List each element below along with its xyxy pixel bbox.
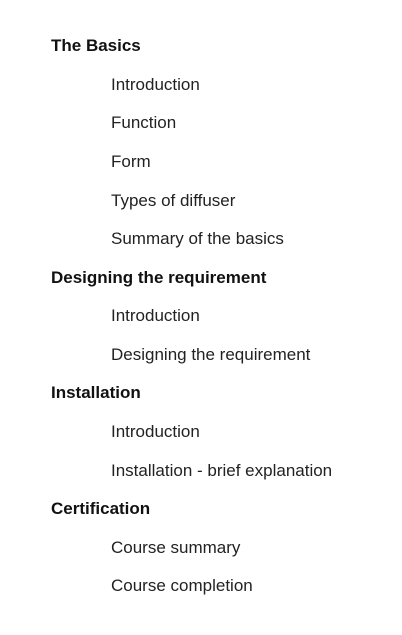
lesson-types-of-diffuser[interactable]: Types of diffuser [111,191,236,210]
lesson-designing-the-requirement[interactable]: Designing the requirement [111,345,311,364]
lesson-introduction[interactable]: Introduction [111,306,200,325]
section-title-the-basics[interactable]: The Basics [51,36,141,55]
lesson-course-completion[interactable]: Course completion [111,576,253,595]
section-title-installation[interactable]: Installation [51,383,141,402]
section-title-certification[interactable]: Certification [51,499,151,518]
lesson-installation-brief-explanation[interactable]: Installation - brief explanation [111,461,333,480]
lesson-course-summary[interactable]: Course summary [111,538,241,557]
lesson-function[interactable]: Function [111,113,177,132]
section-title-designing-the-requirement[interactable]: Designing the requirement [51,268,267,287]
lesson-introduction[interactable]: Introduction [111,75,200,94]
lesson-summary-of-the-basics[interactable]: Summary of the basics [111,229,284,248]
lesson-form[interactable]: Form [111,152,151,171]
lesson-introduction[interactable]: Introduction [111,422,200,441]
